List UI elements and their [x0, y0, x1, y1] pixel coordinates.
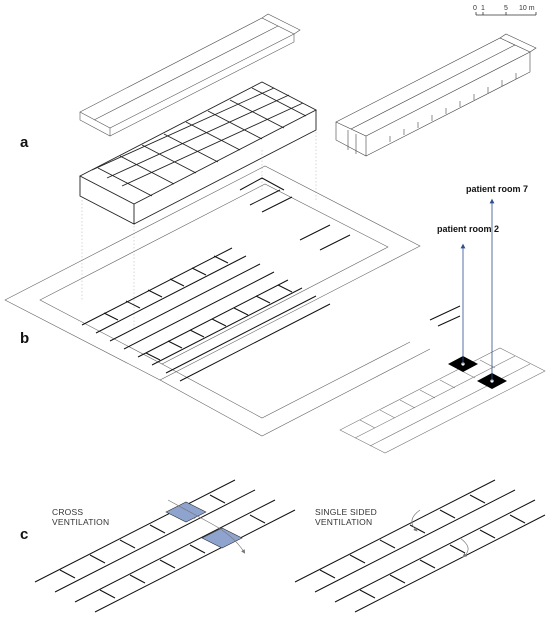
scale-tick-0: 0	[473, 5, 477, 12]
single-sided-airflow	[411, 509, 469, 558]
building-massing-right	[335, 33, 537, 157]
cross-ventilation-label: CROSS VENTILATION	[52, 507, 109, 527]
scale-tick-1: 1	[481, 5, 485, 12]
cross-ventilation-line-1: CROSS	[52, 507, 84, 517]
scale-bar	[475, 12, 537, 16]
projection-lines	[81, 132, 317, 330]
scale-tick-10: 10 m	[519, 5, 535, 12]
single-sided-ventilation-line-2: VENTILATION	[315, 517, 373, 527]
single-sided-ventilation-plan	[294, 479, 546, 613]
cross-ventilation-airflow	[167, 499, 246, 554]
panel-label-a: a	[20, 134, 29, 151]
cross-ventilation-line-2: VENTILATION	[52, 517, 110, 527]
callout-patient-room-2: patient room 2	[437, 224, 500, 234]
site-boundary	[4, 165, 431, 437]
building-windows	[389, 73, 517, 142]
roof-exploded-left	[79, 13, 301, 137]
callout-patient-room-7: patient room 7	[466, 184, 529, 194]
single-sided-ventilation-label: SINGLE SIDED VENTILATION	[315, 507, 377, 527]
cross-ventilation-highlighted-rooms	[165, 501, 243, 549]
panel-label-c: c	[20, 526, 29, 543]
patient-wing-plan	[339, 347, 546, 454]
cross-ventilation-plan	[34, 479, 296, 613]
upper-floor-exposed	[79, 81, 317, 225]
ground-floor-walls	[81, 177, 461, 382]
single-sided-ventilation-line-1: SINGLE SIDED	[315, 507, 377, 517]
panel-label-b: b	[20, 330, 30, 347]
scale-tick-5: 5	[504, 5, 508, 12]
